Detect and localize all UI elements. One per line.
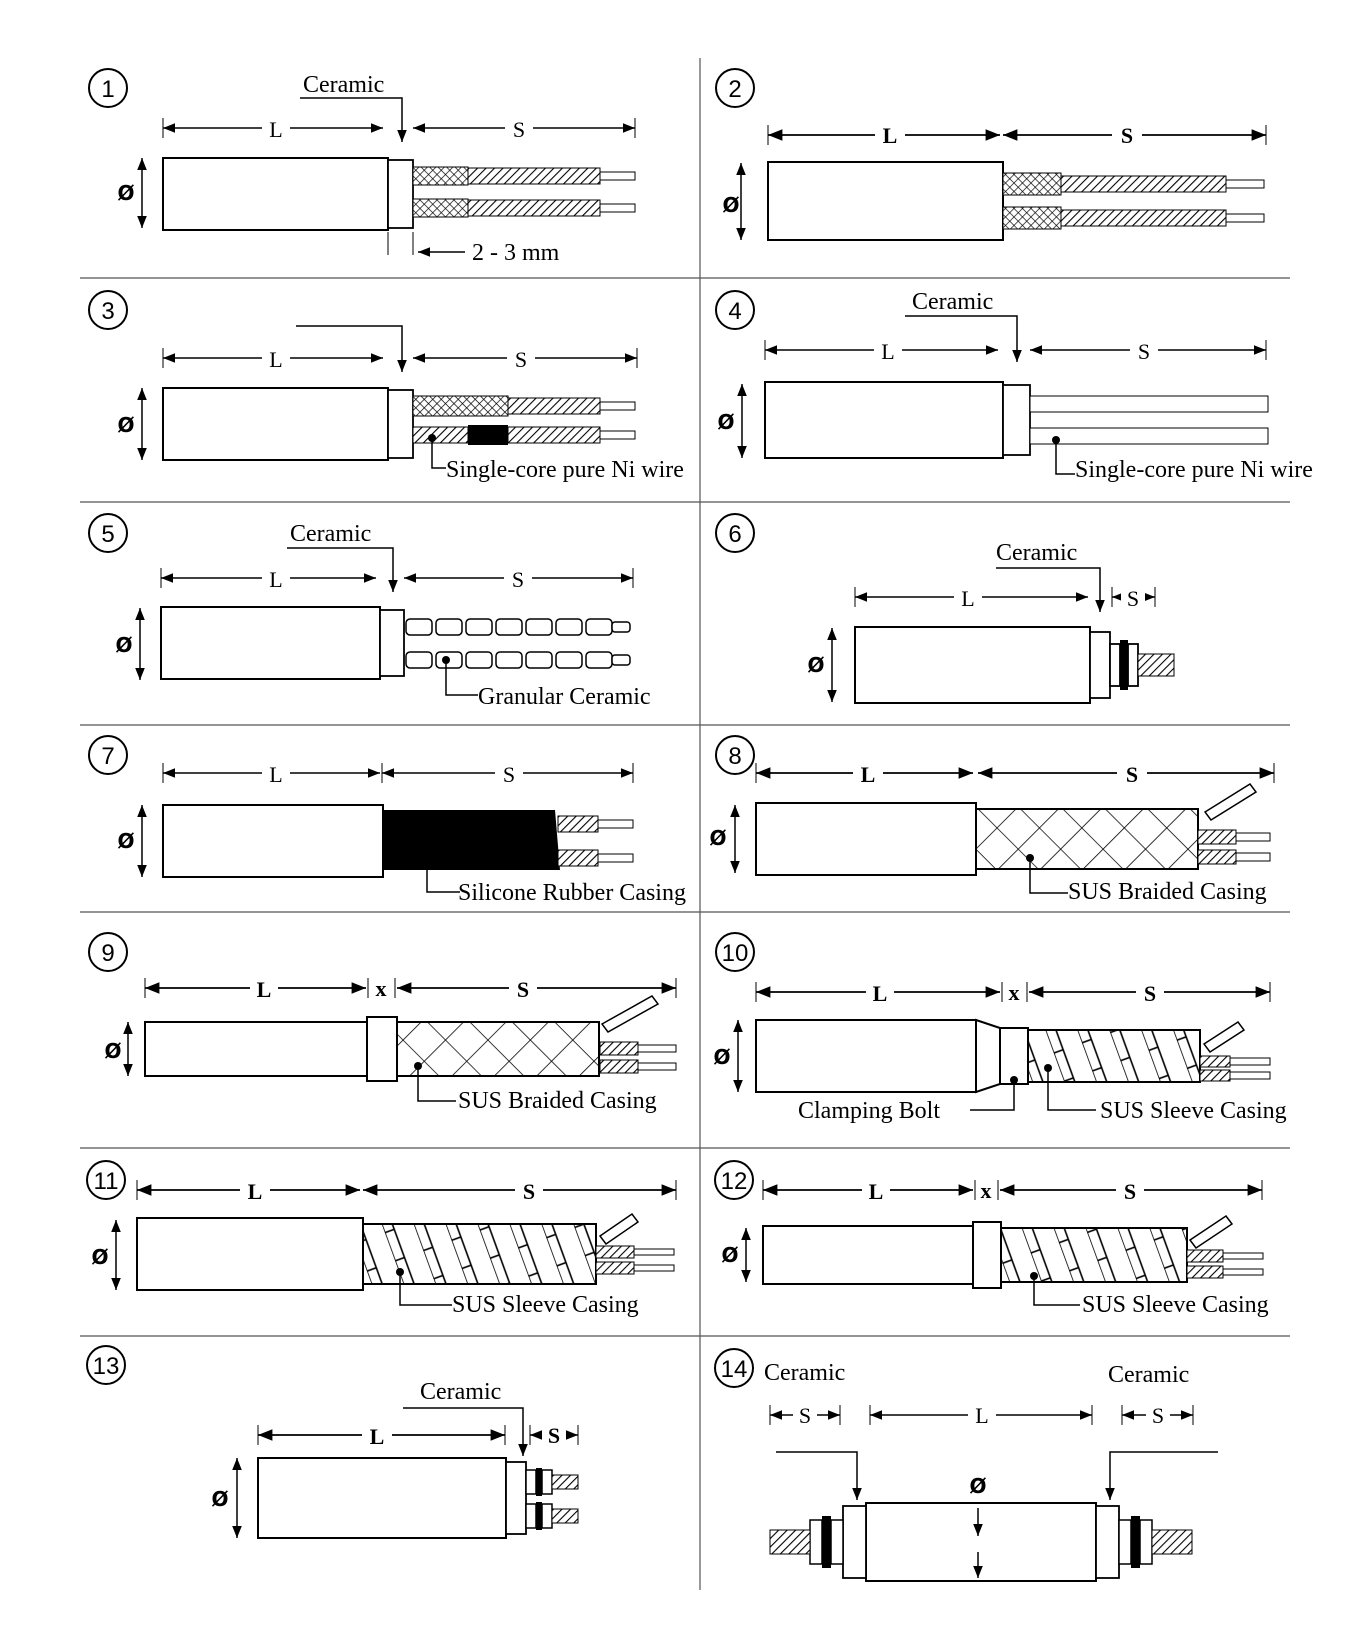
dim-lead: S [515, 347, 527, 372]
dim-lead: S [1124, 1179, 1136, 1204]
dim-lead: S [503, 762, 515, 787]
dim-length: L [883, 123, 898, 148]
panel-number: 14 [721, 1356, 748, 1383]
dim-lead: S [517, 977, 529, 1002]
dim-diameter: Ø [709, 826, 726, 850]
grid-lines [80, 58, 1290, 1590]
dim-diameter: Ø [104, 1039, 121, 1063]
dim-diameter: Ø [117, 829, 134, 853]
dim-spacer: x [981, 1178, 992, 1203]
dim-diameter: Ø [722, 193, 739, 217]
dim-diameter: Ø [807, 653, 824, 677]
dim-length: L [881, 339, 894, 364]
dim-diameter: Ø [91, 1245, 108, 1269]
dim-lead: S [523, 1179, 535, 1204]
panel-number: 7 [101, 743, 114, 770]
panel-3: 3 L S Ø Single-core pure Ni wire [88, 290, 684, 483]
sus-sleeve-label: SUS Sleeve Casing [1082, 1292, 1269, 1318]
dim-diameter: Ø [117, 181, 134, 205]
dim-lead-right: S [1152, 1403, 1164, 1428]
ceramic-label: Ceramic [420, 1379, 501, 1405]
ceramic-right-label: Ceramic [1108, 1362, 1189, 1388]
sus-braided-label: SUS Braided Casing [458, 1088, 657, 1114]
dim-length: L [248, 1179, 263, 1204]
dim-lead: S [513, 117, 525, 142]
panel-number: 2 [728, 76, 741, 103]
dim-diameter: Ø [969, 1474, 986, 1498]
panel-9: 9 L x S Ø SUS Braided Casing [88, 932, 677, 1114]
dim-lead: S [548, 1423, 560, 1448]
dim-diameter: Ø [117, 413, 134, 437]
dim-length: L [269, 117, 282, 142]
dim-length: L [975, 1403, 988, 1428]
panel-8: 8 L S Ø SUS Braided Casing [709, 735, 1275, 905]
dim-diameter: Ø [717, 410, 734, 434]
ni-wire-label: Single-core pure Ni wire [446, 457, 684, 483]
dim-lead: S [1121, 123, 1133, 148]
panel-11: 11 L S Ø SUS Sleeve Casing [86, 1160, 677, 1318]
panel-7: 7 L S Ø Silicone Rubber Casing [88, 735, 686, 906]
panel-10: 10 L x S Ø Clamping Bolt SUS Sleeve Casi… [713, 932, 1287, 1124]
dim-length: L [873, 981, 888, 1006]
dim-lead: S [512, 567, 524, 592]
clamping-bolt-label: Clamping Bolt [798, 1098, 940, 1124]
ceramic-label: Ceramic [912, 289, 993, 315]
dim-lead: S [1127, 586, 1139, 611]
panel-number: 10 [722, 940, 749, 967]
dim-diameter: Ø [211, 1487, 228, 1511]
panel-number: 8 [728, 743, 741, 770]
panel-number: 1 [101, 76, 114, 103]
panel-number: 3 [101, 298, 114, 325]
panel-number: 13 [93, 1353, 120, 1380]
panel-1: 1 Ceramic L S Ø 2 - 3 mm [88, 68, 636, 266]
dim-lead: S [1138, 339, 1150, 364]
dim-diameter: Ø [115, 633, 132, 657]
panel-number: 4 [728, 298, 741, 325]
ceramic-label: Ceramic [303, 72, 384, 98]
dim-length: L [869, 1179, 884, 1204]
panel-6: 6 Ceramic L S Ø [715, 513, 1175, 704]
dim-lead: S [1144, 981, 1156, 1006]
ceramic-left-label: Ceramic [764, 1360, 845, 1386]
dim-diameter: Ø [713, 1045, 730, 1069]
sus-sleeve-label: SUS Sleeve Casing [452, 1292, 639, 1318]
sus-braided-label: SUS Braided Casing [1068, 879, 1267, 905]
ni-wire-label: Single-core pure Ni wire [1075, 457, 1313, 483]
panel-number: 12 [721, 1168, 748, 1195]
panel-12: 12 L x S Ø SUS Sleeve Casing [714, 1160, 1269, 1318]
ceramic-label: Ceramic [290, 521, 371, 547]
panel-number: 9 [101, 940, 114, 967]
ceramic-label: Ceramic [996, 540, 1077, 566]
panel-number: 11 [94, 1168, 119, 1195]
panel-4: 4 Ceramic L S Ø Single-core pure Ni wire [715, 289, 1313, 483]
dim-length: L [269, 762, 282, 787]
panel-2: 2 L S Ø [715, 68, 1267, 241]
silicone-casing-label: Silicone Rubber Casing [458, 880, 686, 906]
dim-length: L [269, 347, 282, 372]
panel-5: 5 Ceramic L S Ø Granular Ceramic [88, 513, 651, 710]
dim-lead-left: S [799, 1403, 811, 1428]
dim-spacer: x [1009, 980, 1020, 1005]
dim-length: L [861, 762, 876, 787]
dim-length: L [961, 586, 974, 611]
gap-label: 2 - 3 mm [472, 240, 560, 266]
granular-ceramic-label: Granular Ceramic [478, 684, 651, 710]
panel-number: 6 [728, 521, 741, 548]
panel-14: 14 Ceramic Ceramic S L S Ø [714, 1348, 1218, 1582]
panel-13: 13 Ceramic L S Ø [86, 1345, 579, 1539]
dim-diameter: Ø [721, 1243, 738, 1267]
dim-length: L [269, 567, 282, 592]
panel-number: 5 [101, 521, 114, 548]
dim-lead: S [1126, 762, 1138, 787]
dim-spacer: x [376, 976, 387, 1001]
dim-length: L [370, 1424, 385, 1449]
dim-length: L [257, 977, 272, 1002]
sus-sleeve-label: SUS Sleeve Casing [1100, 1098, 1287, 1124]
